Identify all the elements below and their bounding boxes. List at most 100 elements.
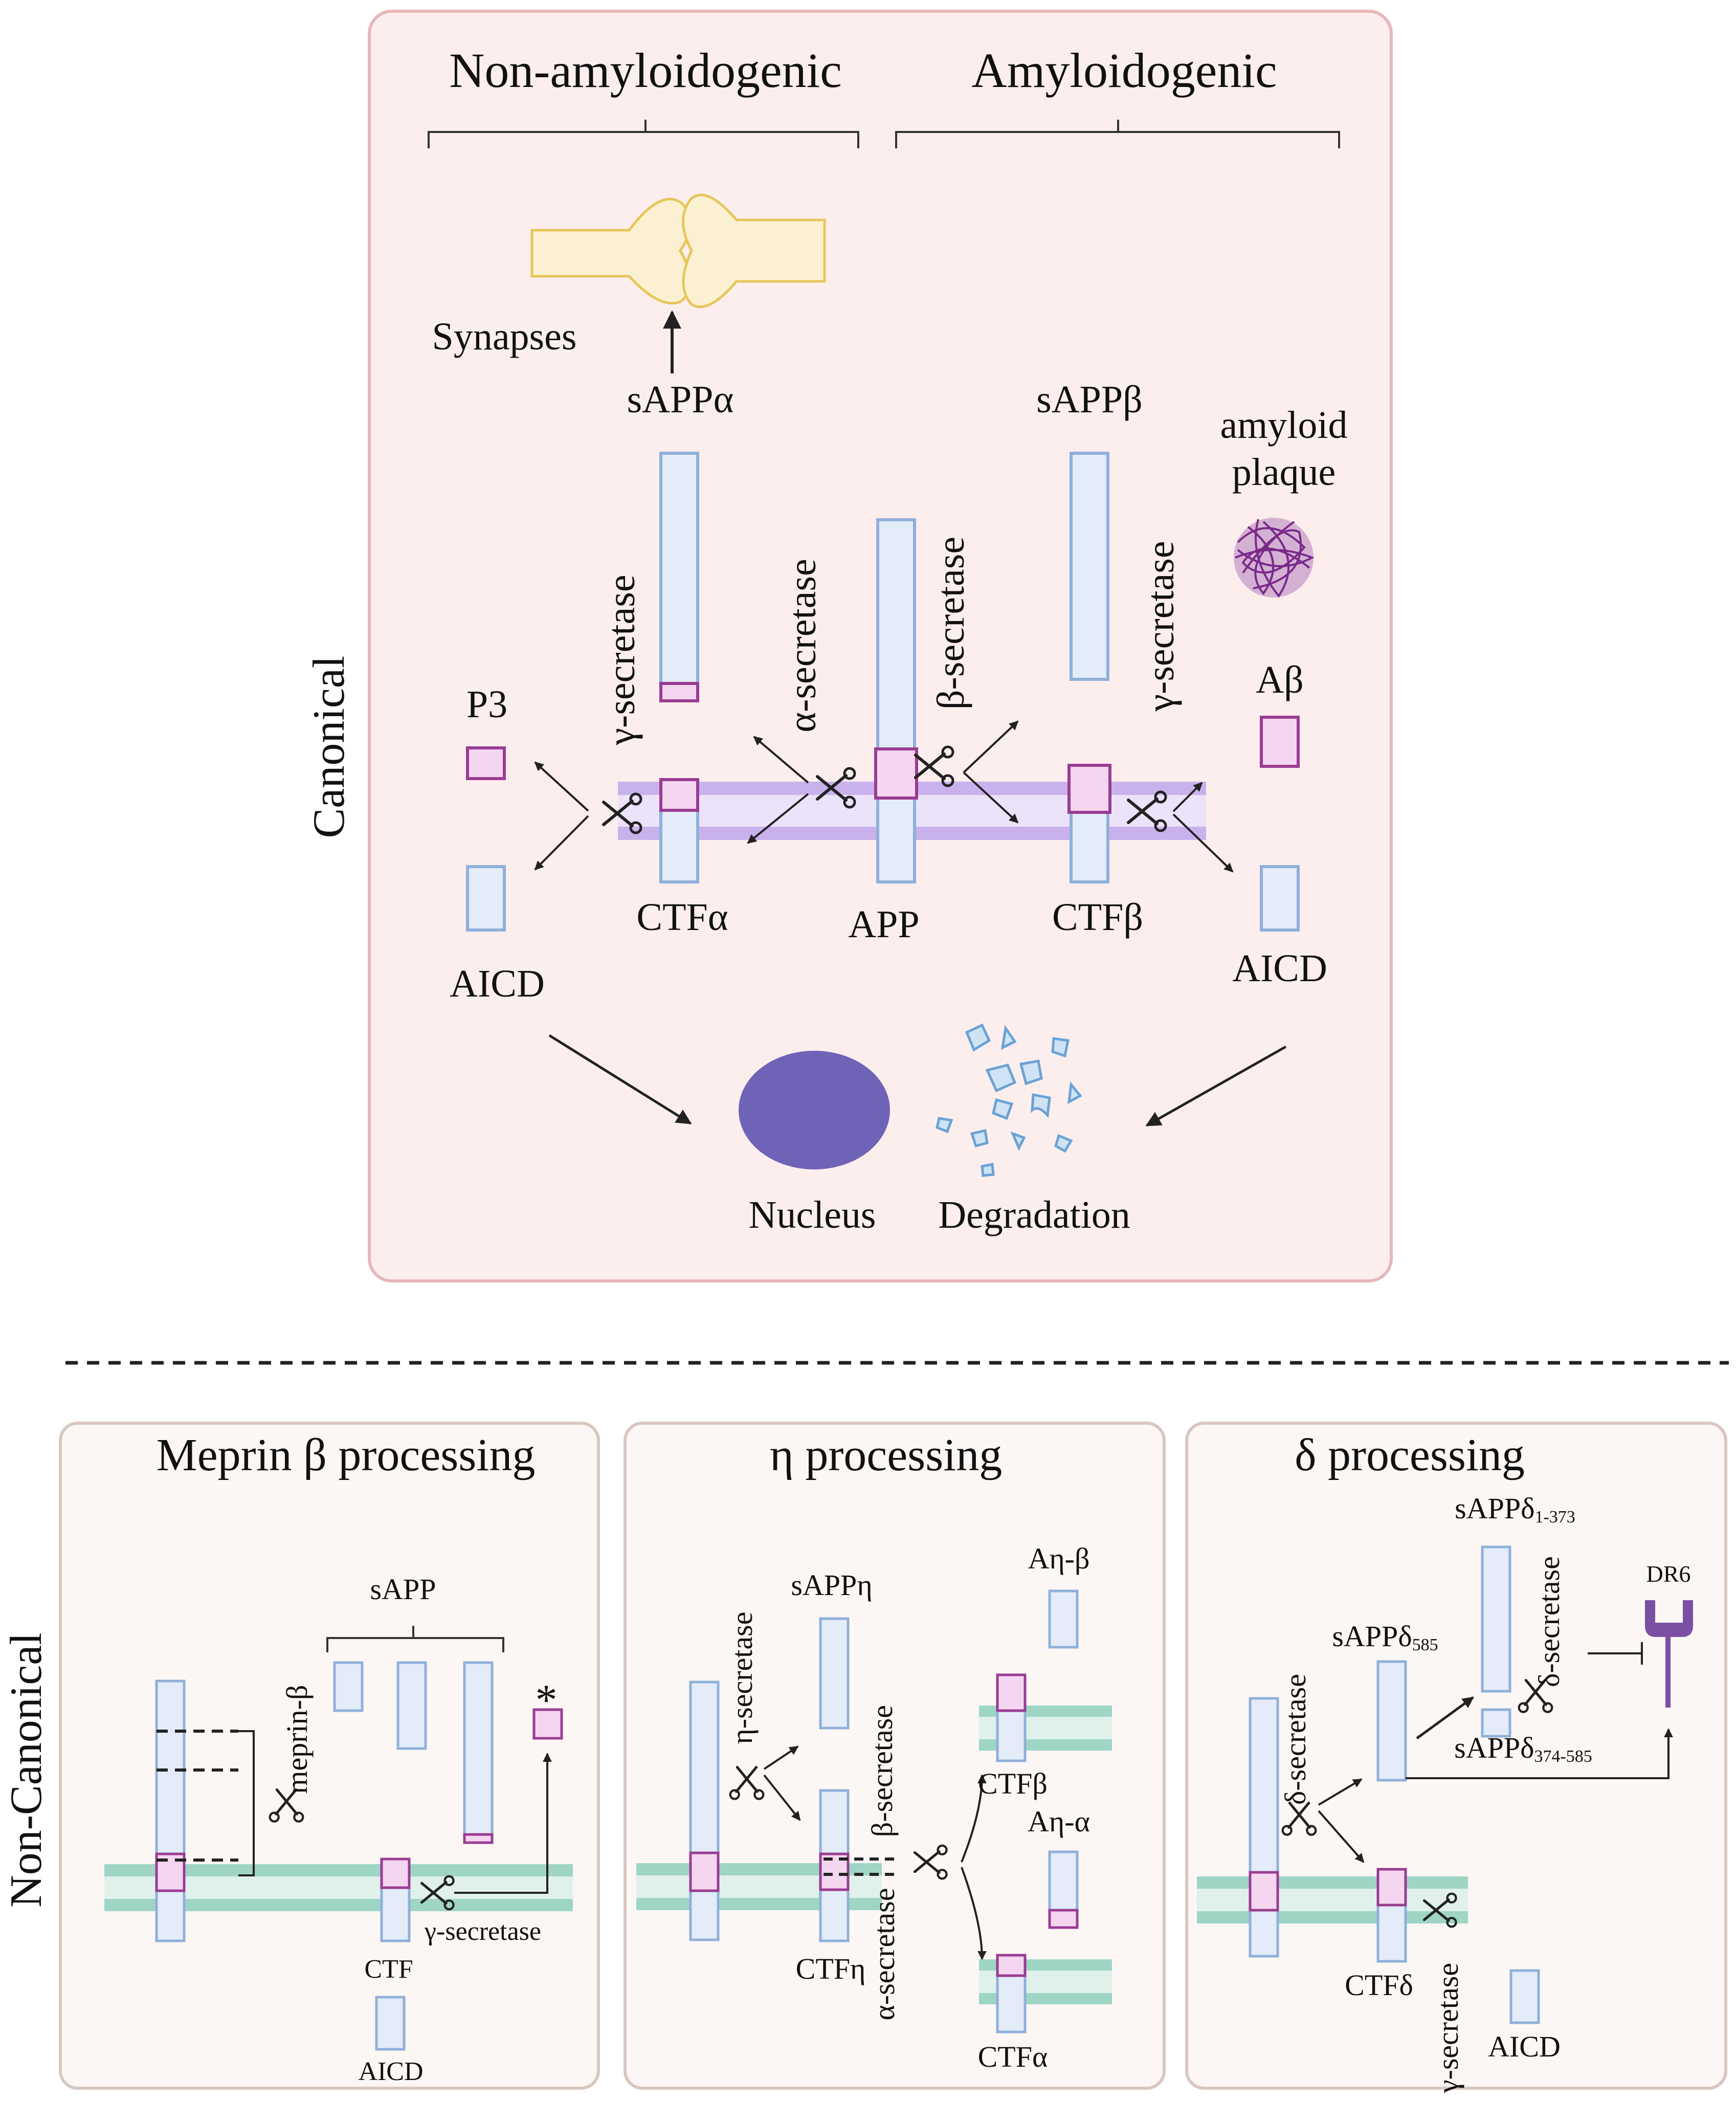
meprin-aicd-bar	[375, 1996, 406, 2051]
meprin-title: Meprin β processing	[157, 1430, 536, 1480]
app-bar	[876, 518, 916, 883]
delta-aicd-bar	[1509, 1969, 1540, 2024]
meprin-aicd-label: AICD	[358, 2057, 423, 2086]
meprin-cleavage-sites	[157, 1730, 238, 1862]
abeta-label: Aβ	[1256, 658, 1304, 701]
meprin-ctf-label: CTF	[364, 1955, 413, 1984]
canonical-cleavage-arrows	[534, 720, 1234, 873]
sapp-delta-374-585-label: sAPPδ374-585	[1454, 1731, 1592, 1766]
sapp-alpha-bar	[659, 452, 699, 702]
bracket-non-amyloidogenic	[428, 120, 859, 148]
a-eta-beta-bar	[1048, 1589, 1079, 1649]
meprin-gamma-secretase-label: γ-secretase	[424, 1917, 541, 1946]
delta-secretase-2-label: δ-secretase	[1532, 1556, 1566, 1687]
a-eta-alpha-domain	[1048, 1909, 1079, 1929]
meprin-panel	[59, 1422, 600, 2090]
abeta-fragment	[1260, 716, 1300, 768]
meprin-ctf-domain	[380, 1857, 411, 1889]
aicd-left-label: AICD	[450, 962, 545, 1005]
synapse-icon	[530, 193, 826, 308]
p3-fragment	[466, 746, 506, 780]
membrane-delta	[1197, 1876, 1468, 1923]
dr6-inhibition	[1588, 1642, 1643, 1665]
sapp-beta-bar	[1070, 452, 1109, 681]
a-eta-alpha-label: Aη-α	[1028, 1805, 1090, 1838]
meprin-sapp-label: sAPP	[370, 1573, 436, 1606]
synapses-label: Synapses	[432, 315, 577, 358]
sapp-eta-label: sAPPη	[791, 1568, 872, 1602]
canonical-label: Canonical	[304, 656, 354, 838]
membrane-meprin	[104, 1864, 573, 1911]
sapp-delta-1-373-bar	[1481, 1545, 1511, 1693]
eta-beta-secretase-label: β-secretase	[865, 1705, 899, 1837]
app-label: APP	[848, 903, 919, 946]
delta-app-bar	[1249, 1697, 1279, 1958]
dr6-label: DR6	[1646, 1561, 1691, 1587]
p3-label: P3	[466, 683, 507, 726]
dr6-receptor-icon	[1645, 1600, 1693, 1708]
sapp-eta-bar	[819, 1617, 850, 1730]
ctf-eta-label: CTFη	[796, 1952, 866, 1985]
arrow-to-dr6	[1406, 1728, 1673, 1779]
ctf-alpha-label: CTFα	[636, 896, 728, 939]
eta-alpha-secretase-label: α-secretase	[867, 1888, 901, 2021]
ctf-beta-label: CTFβ	[1052, 896, 1143, 939]
arrow-to-nucleus	[548, 1034, 692, 1125]
delta-title: δ processing	[1295, 1430, 1525, 1480]
gamma-secretase-left-label: γ-secretase	[600, 574, 643, 745]
eta-secretase-label: η-secretase	[725, 1612, 759, 1744]
plaque-icon	[1234, 518, 1315, 598]
sapp-delta-585-label: sAPPδ585	[1332, 1620, 1438, 1654]
meprin-sapp-fragment-3	[463, 1661, 494, 1844]
aicd-right-bar	[1260, 865, 1300, 932]
ctf-delta-label: CTFδ	[1345, 1969, 1413, 2002]
arrow-to-degradation	[1145, 1045, 1287, 1127]
a-eta-beta-label: Aη-β	[1028, 1542, 1089, 1575]
alpha-secretase-label: α-secretase	[781, 559, 824, 732]
meprin-arrow-to-fragment	[454, 1753, 552, 1894]
delta-app-domain	[1249, 1871, 1279, 1912]
eta-app-bar	[689, 1680, 720, 1941]
eta-cleavage-arrows	[763, 1745, 801, 1821]
delta-gamma-secretase-label: γ-secretase	[1431, 1963, 1464, 2093]
arrow-to-sapp-delta-374	[1416, 1696, 1474, 1740]
sapp-delta-585-bar	[1376, 1660, 1407, 1782]
meprin-asterisk: *	[536, 1675, 558, 1724]
non-canonical-label: Non-Canonical	[2, 1632, 51, 1908]
degradation-fragments-icon	[936, 1023, 1082, 1177]
non-amyloidogenic-title: Non-amyloidogenic	[449, 43, 842, 98]
delta-cleavage-arrows	[1318, 1778, 1365, 1863]
amyloidogenic-title: Amyloidogenic	[971, 43, 1277, 98]
bracket-amyloidogenic	[895, 120, 1340, 148]
ctf-alpha-domain	[659, 778, 699, 812]
eta-ctf-beta-domain	[996, 1673, 1027, 1712]
amyloid-plaque-label-2: plaque	[1232, 451, 1336, 494]
meprin-bracket	[238, 1730, 255, 1876]
aicd-right-label: AICD	[1232, 947, 1327, 990]
sapp-alpha-domain	[659, 682, 699, 702]
delta-secretase-label: δ-secretase	[1279, 1674, 1312, 1805]
sapp-delta-1-373-label: sAPPδ1-373	[1455, 1492, 1575, 1527]
app-domain	[874, 747, 918, 800]
nucleus-icon	[739, 1051, 890, 1169]
gamma-secretase-right-label: γ-secretase	[1139, 541, 1182, 712]
eta-ctf-beta-label: CTFβ	[978, 1767, 1048, 1800]
meprin-sapp-fragment-1	[333, 1661, 364, 1712]
eta-app-domain	[689, 1851, 720, 1892]
sapp-delta-374-585-bar	[1481, 1708, 1511, 1738]
meprin-sapp-bracket	[326, 1626, 504, 1652]
sapp-beta-label: sAPPβ	[1036, 378, 1143, 421]
ctf-delta-domain	[1376, 1868, 1407, 1907]
eta-cleavage-sites	[824, 1857, 900, 1876]
eta-ctf-alpha-domain	[996, 1954, 1027, 1977]
aicd-left-bar	[466, 865, 506, 932]
meprin-beta-label: meprin-β	[280, 1685, 314, 1794]
eta-title: η processing	[770, 1430, 1002, 1480]
nucleus-label: Nucleus	[748, 1193, 876, 1236]
sapp-alpha-label: sAPPα	[627, 378, 734, 421]
delta-aicd-label: AICD	[1488, 2030, 1561, 2063]
ctf-beta-domain	[1067, 764, 1111, 814]
meprin-sapp-fragment-3-domain	[463, 1833, 494, 1844]
eta-panel	[624, 1422, 1166, 2090]
meprin-sapp-fragment-2	[396, 1661, 427, 1750]
